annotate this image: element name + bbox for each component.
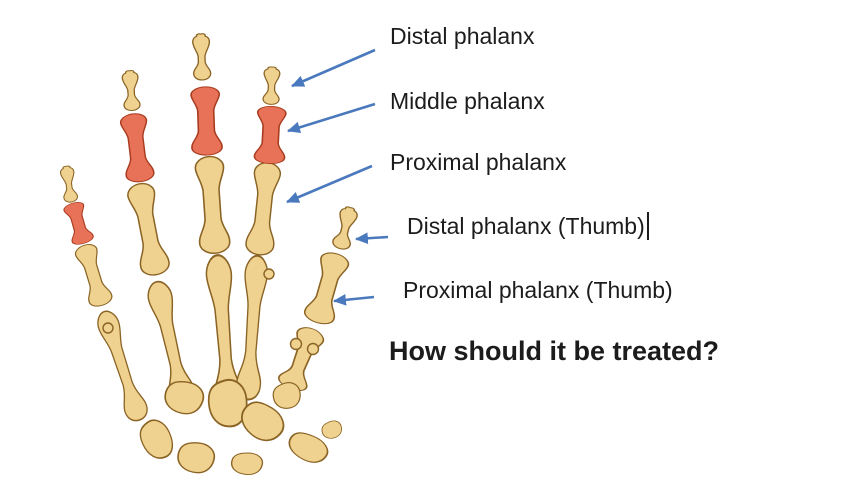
middle-finger-proximal-phalanx: [192, 154, 232, 256]
question-text[interactable]: How should it be treated?: [389, 336, 720, 366]
ring-proximal-phalanx: [124, 180, 172, 279]
carpal-bones: [134, 376, 345, 476]
ring-middle-phalanx: [118, 111, 156, 185]
arrow-to-index-proximal-phalanx: [286, 164, 373, 204]
carpal-bone: [134, 414, 180, 465]
annotation-arrows: [286, 48, 389, 306]
sesamoid-circle: [289, 337, 303, 351]
ring-finger-bones: [118, 69, 172, 279]
arrow-to-thumb-proximal-phalanx: [332, 293, 375, 306]
label-middle-phalanx[interactable]: Middle phalanx: [390, 88, 545, 115]
arrow-to-index-middle-phalanx: [287, 102, 376, 134]
hand-bones: [59, 32, 360, 476]
carpal-bone: [175, 439, 217, 476]
sesamoid-bones: [102, 268, 320, 356]
sesamoid-circle: [306, 342, 320, 356]
thumb-proximal-phalanx: [301, 248, 353, 328]
foramen-circle: [263, 268, 275, 280]
pinky-middle-phalanx: [61, 199, 95, 247]
ring-distal-phalanx: [121, 69, 142, 112]
index-distal-phalanx: [262, 66, 281, 106]
thumb-bones: [301, 204, 360, 328]
middle-finger-bones: [189, 32, 232, 256]
pinky-distal-phalanx: [59, 164, 79, 204]
label-proximal-phalanx-thumb[interactable]: Proximal phalanx (Thumb): [403, 277, 673, 304]
arrow-to-thumb-distal-phalanx: [354, 232, 389, 245]
text-cursor: [646, 212, 649, 240]
label-text: Distal phalanx (Thumb): [407, 213, 645, 239]
index-middle-phalanx: [253, 104, 288, 166]
middle-finger-middle-phalanx: [189, 85, 224, 157]
label-text: Distal phalanx: [390, 23, 535, 49]
label-text: Middle phalanx: [390, 88, 545, 114]
pinky-metacarpal: [92, 307, 151, 425]
middle-finger-distal-phalanx: [191, 32, 212, 81]
label-text: Proximal phalanx (Thumb): [403, 277, 673, 303]
carpal-bone: [230, 451, 264, 476]
foramen-circle: [102, 322, 114, 334]
carpal-bone: [161, 377, 207, 418]
label-distal-phalanx[interactable]: Distal phalanx: [390, 23, 534, 50]
carpal-bone: [319, 418, 345, 442]
index-proximal-phalanx: [244, 160, 283, 257]
pinky-finger-bones: [59, 164, 115, 310]
label-proximal-phalanx[interactable]: Proximal phalanx: [390, 149, 566, 176]
arrow-to-index-distal-phalanx: [291, 48, 376, 88]
pinky-proximal-phalanx: [72, 241, 115, 310]
index-finger-bones: [244, 66, 288, 257]
thumb-distal-phalanx: [330, 204, 360, 252]
label-text: Proximal phalanx: [390, 149, 567, 175]
label-distal-phalanx-thumb[interactable]: Distal phalanx (Thumb): [407, 212, 649, 240]
